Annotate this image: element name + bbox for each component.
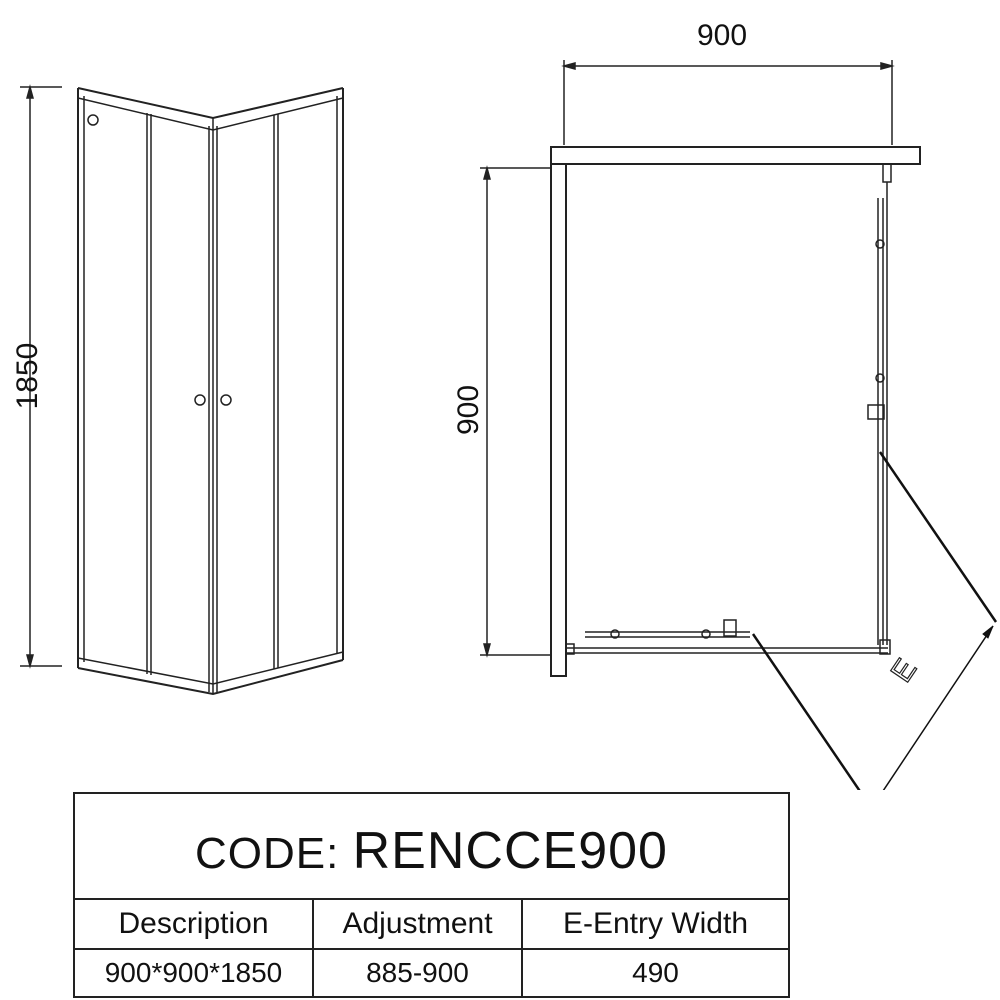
elevation-view — [20, 84, 344, 696]
plan-width-dimension-label: 900 — [697, 19, 747, 52]
code-cell: CODE: RENCCE900 — [73, 792, 790, 900]
handle-icon — [194, 394, 206, 406]
value-entry-width: 490 — [521, 948, 790, 998]
header-description: Description — [73, 898, 314, 950]
handle-icon — [220, 394, 232, 406]
height-dimension-label: 1850 — [11, 343, 44, 410]
code-value: RENCCE900 — [352, 822, 668, 880]
plan-view — [480, 60, 921, 677]
value-description: 900*900*1850 — [73, 948, 314, 998]
entry-label: E — [885, 653, 924, 688]
header-adjustment: Adjustment — [312, 898, 523, 950]
door-swing — [751, 451, 998, 790]
spec-table: CODE: RENCCE900 Description Adjustment E… — [73, 792, 790, 998]
value-adjustment: 885-900 — [312, 948, 523, 998]
technical-drawing: 1850 — [11, 19, 998, 790]
plan-depth-dimension-label: 900 — [452, 385, 485, 435]
roller-icon — [87, 114, 99, 126]
code-label: CODE: — [195, 829, 340, 878]
header-entry-width: E-Entry Width — [521, 898, 790, 950]
